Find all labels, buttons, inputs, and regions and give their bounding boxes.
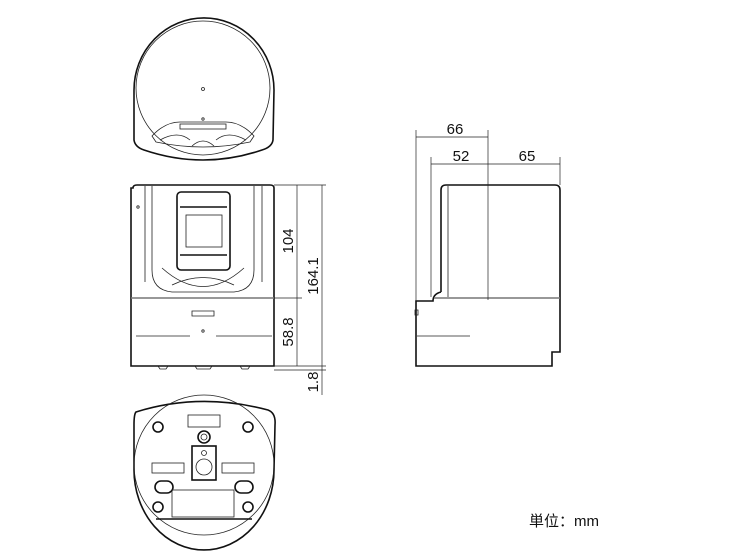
dim-58-8: 58.8 [280,317,297,346]
unit-label: 単位：mm [529,513,599,530]
dim-164-1: 164.1 [305,257,322,295]
front-view: 104 164.1 58.8 1.8 [130,184,326,395]
dim-66: 66 [447,121,464,138]
side-view: 66 52 65 [414,121,561,367]
dim-65: 65 [519,148,536,165]
bottom-view [133,394,276,551]
dim-52: 52 [453,148,470,165]
dim-104: 104 [280,228,297,253]
dim-1-8: 1.8 [305,372,322,393]
top-view [133,17,275,161]
